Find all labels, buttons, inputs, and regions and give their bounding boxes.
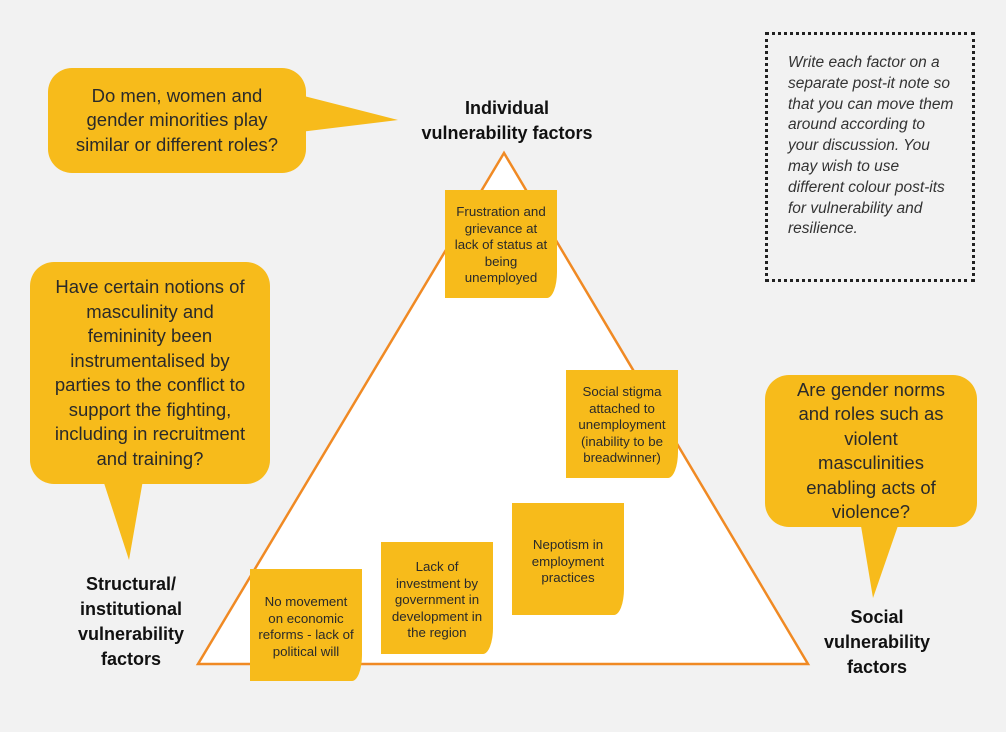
note-lack-of-investment: Lack of investment by government in deve… bbox=[381, 542, 493, 654]
bubble-tail-right bbox=[860, 520, 900, 598]
note-frustration: Frustration and grievance at lack of sta… bbox=[445, 190, 557, 298]
note-social-stigma: Social stigma attached to unemployment (… bbox=[566, 370, 678, 478]
label-individual-factors: Individual vulnerability factors bbox=[421, 98, 593, 143]
bubble-tail-mid-left bbox=[103, 480, 143, 560]
note-nepotism: Nepotism in employment practices bbox=[512, 503, 624, 615]
question-roles-text: Do men, women and gender minorities play… bbox=[75, 84, 279, 155]
label-social-factors: Social vulnerability factors bbox=[823, 607, 931, 677]
note-no-movement-reforms: No movement on economic reforms - lack o… bbox=[250, 569, 362, 681]
instructions-box: Write each factor on a separate post-it … bbox=[765, 32, 975, 282]
question-instrumentalised-text: Have certain notions of masculinity and … bbox=[54, 276, 246, 469]
question-bubble-norms: Are gender norms and roles such as viole… bbox=[765, 375, 977, 527]
label-structural-factors: Structural/ institutional vulnerability … bbox=[77, 574, 185, 669]
question-bubble-instrumentalised: Have certain notions of masculinity and … bbox=[30, 262, 270, 484]
question-bubble-roles: Do men, women and gender minorities play… bbox=[48, 68, 306, 173]
question-norms-text: Are gender norms and roles such as viole… bbox=[796, 378, 946, 523]
bubble-tail-top-left bbox=[300, 95, 398, 132]
